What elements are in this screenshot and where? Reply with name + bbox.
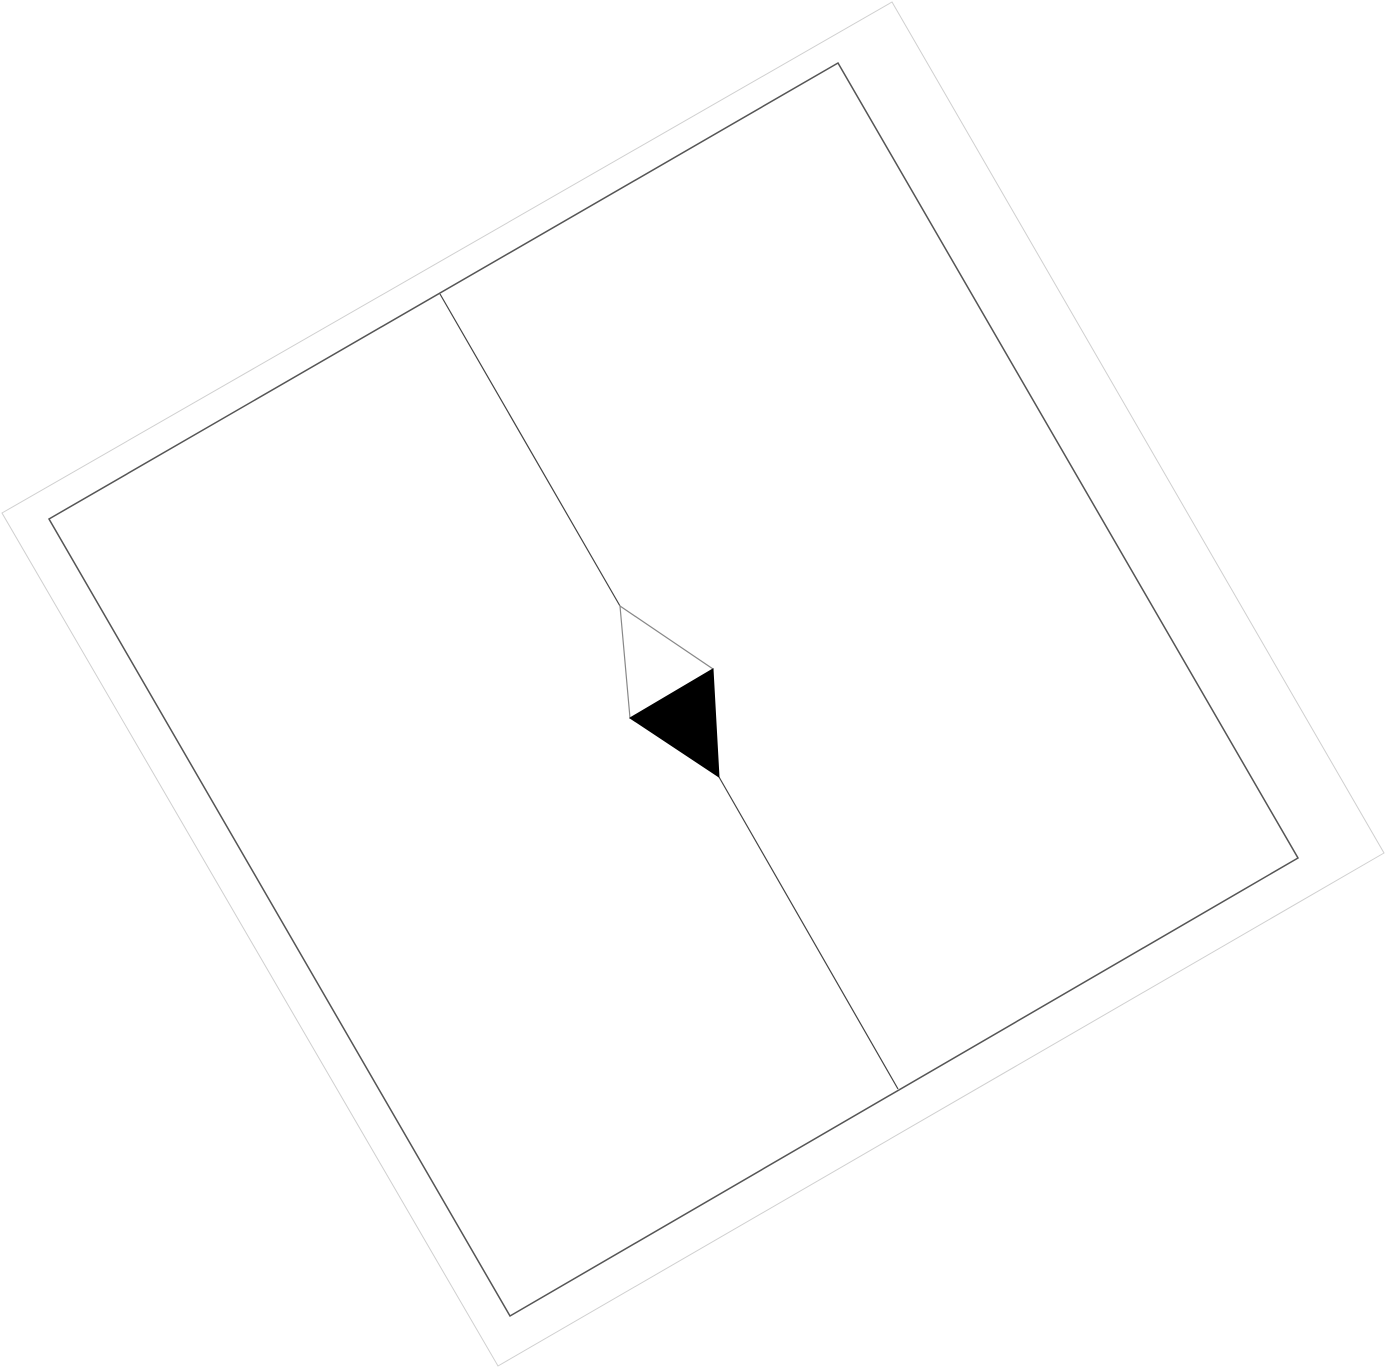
divider-line-upper — [439, 293, 621, 607]
divider-line-lower — [718, 776, 899, 1090]
diamond-marker-lower-triangle — [629, 668, 720, 778]
outer-frame — [47, 61, 1300, 1318]
